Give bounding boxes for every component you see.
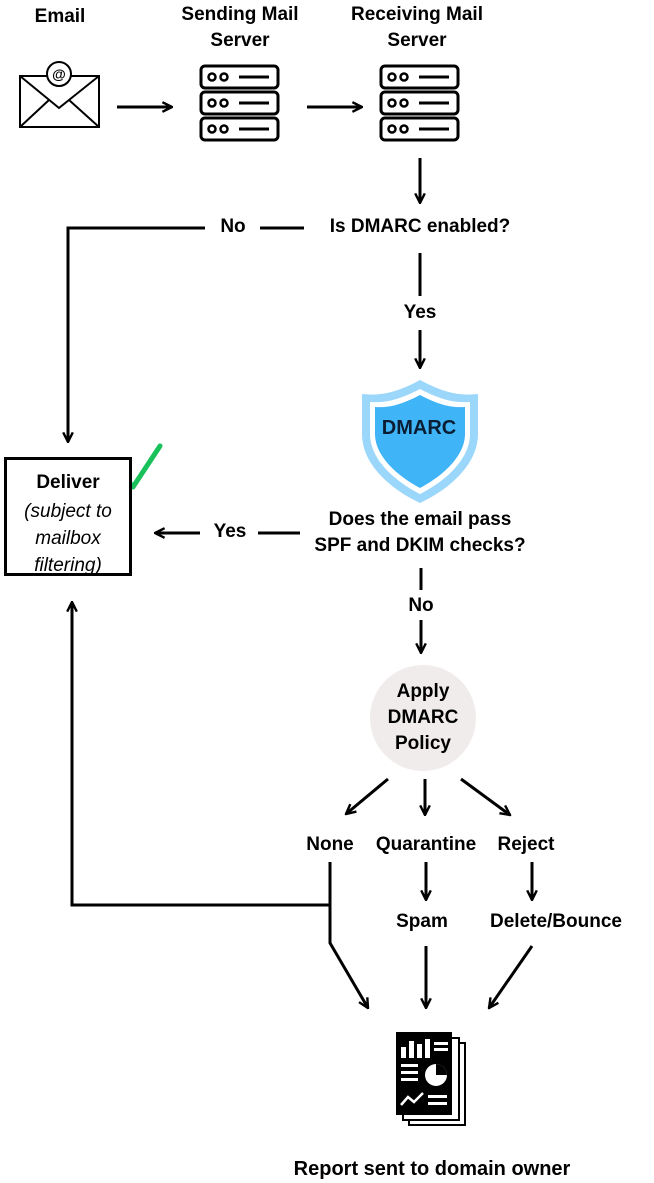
- deliver-box: Deliver (subject to mailbox filtering): [4, 457, 132, 576]
- sending-server-label: Sending Mail Server: [160, 2, 320, 54]
- apply-policy-line2: DMARC: [387, 707, 459, 728]
- deliver-title: Deliver: [36, 472, 100, 493]
- spam-label: Spam: [396, 911, 448, 932]
- sending-server-icon: [199, 64, 280, 142]
- auth-question: Does the email pass SPF and DKIM checks?: [300, 507, 540, 559]
- arrow-to-reject: [460, 777, 510, 815]
- auth-question-line2: SPF and DKIM checks?: [314, 535, 526, 556]
- receiving-server-label: Receiving Mail Server: [337, 2, 497, 54]
- sending-server-label-line1: Sending Mail: [181, 4, 299, 25]
- deliver-subtitle-line3: filtering): [34, 555, 102, 576]
- apply-policy-line3: Policy: [395, 733, 451, 754]
- arrow-none-to-report: [328, 862, 368, 1008]
- apply-policy-node: Apply DMARC Policy: [370, 665, 476, 771]
- report-label: Report sent to domain owner: [293, 1158, 571, 1180]
- deliver-subtitle-line1: (subject to: [24, 501, 112, 522]
- apply-policy-line1: Apply: [396, 681, 450, 702]
- arrow-none-to-deliver: [72, 602, 330, 907]
- apply-policy-label: Apply DMARC Policy: [370, 679, 476, 757]
- arrow-delete-to-report: [489, 945, 534, 1008]
- arrow-dmarc-no: [68, 226, 205, 442]
- deliver-subtitle: (subject to mailbox filtering): [7, 498, 129, 579]
- edge-label-dmarc-no: No: [220, 216, 246, 237]
- receiving-server-label-line1: Receiving Mail: [351, 4, 483, 25]
- deliver-subtitle-line2: mailbox: [35, 528, 101, 549]
- dmarc-badge-label: DMARC: [381, 417, 457, 439]
- auth-question-line1: Does the email pass: [328, 509, 512, 530]
- dmarc-question: Is DMARC enabled?: [329, 216, 511, 237]
- email-label: Email: [34, 6, 86, 27]
- delete-bounce-label: Delete/Bounce: [490, 911, 622, 932]
- edge-label-auth-no: No: [408, 595, 434, 616]
- receiving-server-label-line2: Server: [387, 30, 447, 51]
- svg-text:@: @: [52, 66, 66, 82]
- policy-reject: Reject: [497, 834, 555, 855]
- shield-icon: [362, 380, 478, 503]
- envelope-icon: @: [19, 61, 100, 128]
- policy-quarantine: Quarantine: [375, 834, 477, 855]
- report-document-icon: [396, 1032, 466, 1126]
- edge-label-dmarc-yes: Yes: [403, 302, 437, 323]
- receiving-server-icon: [379, 64, 460, 142]
- sending-server-label-line2: Server: [210, 30, 270, 51]
- arrow-to-none: [346, 777, 389, 814]
- edge-label-auth-yes: Yes: [213, 521, 247, 542]
- policy-none: None: [306, 834, 354, 855]
